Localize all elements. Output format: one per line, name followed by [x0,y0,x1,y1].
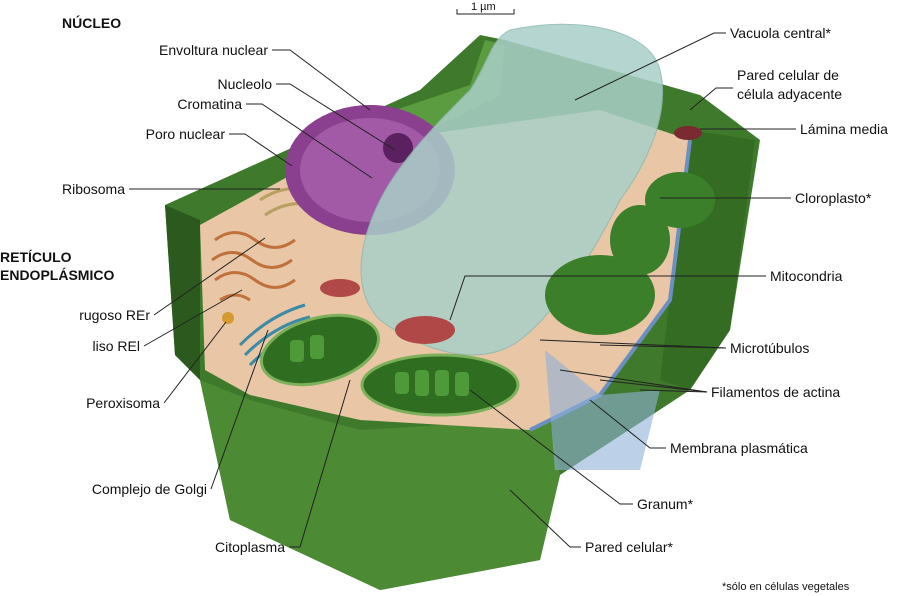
label-central-vacuole: Vacuola central* [730,25,831,41]
er-header-line2: ENDOPLÁSMICO [0,267,114,283]
label-cell-wall: Pared celular* [585,539,673,555]
leader-lines [129,32,796,548]
label-smooth-er: liso REl [93,338,140,354]
label-ribosome: Ribosoma [62,181,125,197]
label-adjacent-wall-1: Pared celular de [737,67,839,83]
label-nuclear-pore: Poro nuclear [146,126,226,142]
label-chromatin: Cromatina [177,96,242,112]
middle-lamella [674,126,702,140]
central-vacuole [360,23,664,356]
er-header-line1: RETÍCULO [0,249,72,265]
nucleolus [383,133,413,163]
label-middle-lamella: Lámina media [800,121,888,137]
label-microtubules: Microtúbulos [730,340,809,356]
label-rough-er: rugoso REr [79,307,150,323]
label-nucleolus: Nucleolo [218,76,273,92]
mitochondrion [395,316,455,344]
scale-bar-label: 1 µm [471,1,496,13]
scale-bar: 1 µm [456,1,515,15]
label-mitochondria: Mitocondria [770,268,843,284]
label-golgi: Complejo de Golgi [92,481,207,497]
label-nuclear-envelope: Envoltura nuclear [159,42,268,58]
label-cytoplasm: Citoplasma [215,539,285,555]
label-chloroplast: Cloroplasto* [795,190,872,206]
label-granum: Granum* [637,496,694,512]
label-peroxisome: Peroxisoma [86,395,160,411]
mitochondrion [320,279,360,297]
peroxisome [222,312,234,324]
label-adjacent-wall-2: célula adyacente [737,86,842,102]
grana [290,335,469,396]
label-plasma-membrane: Membrana plasmática [670,440,808,456]
label-actin-filaments: Filamentos de actina [711,384,840,400]
nucleus-header: NÚCLEO [62,14,121,31]
footnote: *sólo en células vegetales [722,581,850,593]
